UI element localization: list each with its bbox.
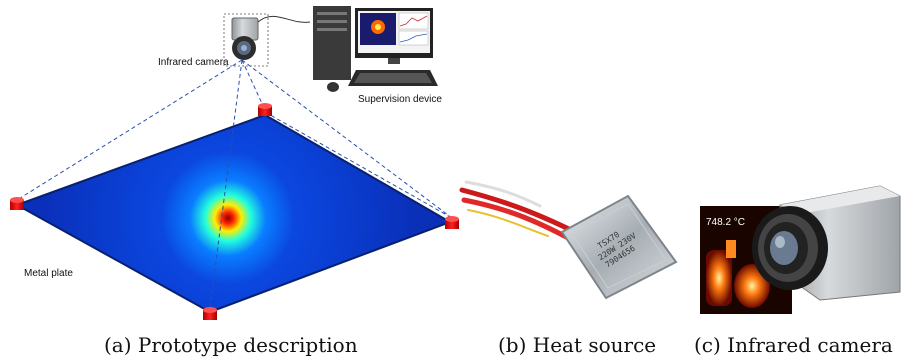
support-cylinder <box>258 103 272 116</box>
infrared-camera-panel: 748.2 °C <box>700 185 901 314</box>
heat-source-plate <box>560 194 678 300</box>
heat-source-wires <box>459 180 578 243</box>
label-metal-plate: Metal plate <box>24 268 73 279</box>
label-infrared-camera: Infrared camera <box>158 57 229 68</box>
supervision-device-illustration <box>313 6 438 92</box>
camera-illustration <box>223 13 311 67</box>
support-cylinder <box>203 307 217 320</box>
plate-supports <box>10 103 459 320</box>
support-cylinder <box>10 197 24 210</box>
camera-lens-glass <box>770 231 798 265</box>
caption-heat-source: (b) Heat source <box>498 333 657 357</box>
metal-plate <box>17 115 450 312</box>
camera-view-lines <box>16 59 453 309</box>
support-cylinder <box>445 216 459 229</box>
prototype-panel <box>10 6 459 320</box>
temperature-readout: 748.2 °C <box>706 217 745 228</box>
caption-infrared-camera: (c) Infrared camera <box>694 333 893 357</box>
heat-source-panel: TSX70 220W 230V 7904656 <box>459 180 678 300</box>
caption-prototype-description: (a) Prototype description <box>104 333 358 357</box>
label-supervision-device: Supervision device <box>358 94 442 105</box>
